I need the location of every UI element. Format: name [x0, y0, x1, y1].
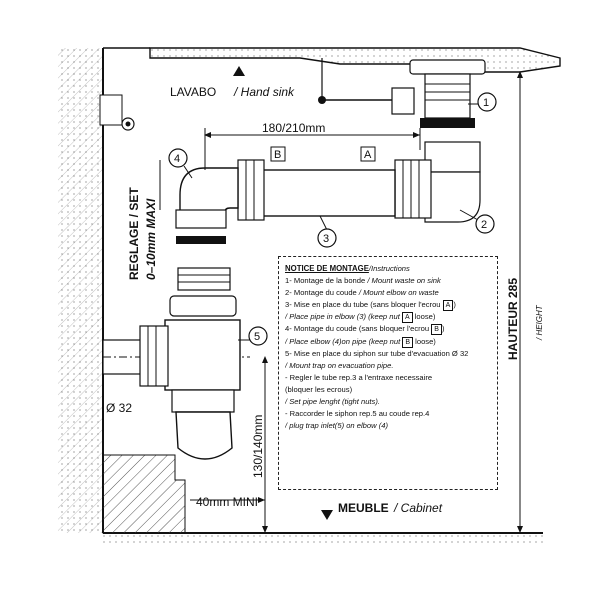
instructions-notice: NOTICE DE MONTAGE/Instructions 1- Montag…	[278, 256, 498, 490]
callout-3: 3	[317, 215, 337, 248]
wall	[58, 48, 104, 533]
svg-text:4: 4	[174, 153, 180, 165]
svg-text:5: 5	[254, 331, 260, 343]
notice-line: 1- Montage de la bonde / Mount waste on …	[285, 276, 441, 286]
svg-text:2: 2	[481, 219, 487, 231]
lavabo-arrow	[233, 66, 245, 76]
sink-waste	[318, 58, 486, 128]
notice-line: - Regler le tube rep.3 a l'entraxe neces…	[285, 372, 433, 382]
mini-label: 40mm MINI	[196, 495, 258, 509]
part-b-label: B	[274, 149, 281, 161]
notice-line: (bloquer les ecrous)	[285, 384, 353, 394]
notice-line: / plug trap inlet(5) on elbow (4)	[285, 421, 388, 431]
svg-text:3: 3	[323, 233, 329, 245]
notice-line: 4- Montage du coude (sans bloquer l'ecro…	[285, 324, 445, 336]
notice-line: / Set pipe lenght (tight nuts).	[285, 397, 380, 407]
sink-basin	[103, 47, 561, 73]
brick-wall	[102, 454, 186, 534]
callout-1: 1	[468, 92, 497, 112]
lavabo-label: LAVABO	[170, 85, 216, 99]
notice-line: 5- Mise en place du siphon sur tube d'ev…	[285, 348, 469, 358]
svg-text:1: 1	[483, 97, 489, 109]
callout-4: 4	[168, 148, 193, 179]
callout-2: 2	[459, 209, 495, 234]
hand-sink-label: / Hand sink	[233, 85, 295, 99]
dimension-top-label: 180/210mm	[262, 121, 325, 135]
reglage-range-label: 0–10mm MAXI	[144, 198, 158, 280]
notice-line: / Mount trap on evacuation pipe.	[285, 360, 394, 370]
part-a-label: A	[364, 149, 372, 161]
waste-elbow	[394, 141, 481, 223]
notice-line: / Place elbow (4)on pipe (keep nut B loo…	[285, 336, 436, 348]
dimension-lines	[159, 71, 523, 533]
height-en-label: / HEIGHT	[535, 304, 544, 341]
callout-5: 5	[238, 326, 268, 346]
height-range-label: 130/140mm	[251, 415, 265, 478]
notice-title: NOTICE DE MONTAGE/Instructions	[285, 264, 410, 273]
cabinet-floor	[103, 532, 543, 547]
notice-line: 2- Montage du coude / Mount elbow on was…	[285, 288, 439, 298]
diameter-label: Ø 32	[106, 401, 132, 415]
adjustable-tube	[237, 159, 396, 221]
cabinet-label: / Cabinet	[393, 501, 443, 515]
hauteur-label: HAUTEUR 285	[506, 278, 520, 360]
meuble-arrow	[321, 510, 333, 520]
notice-line: - Raccorder le siphon rep.5 au coude rep…	[285, 409, 430, 419]
notice-line: 3- Mise en place du tube (sans bloquer l…	[285, 300, 456, 312]
notice-line: / Place pipe in elbow (3) (keep nut A lo…	[285, 312, 436, 324]
reglage-label: REGLAGE / SET	[127, 187, 141, 280]
trap-elbow	[175, 167, 239, 244]
meuble-label: MEUBLE	[338, 501, 389, 515]
bottle-trap	[139, 267, 241, 460]
